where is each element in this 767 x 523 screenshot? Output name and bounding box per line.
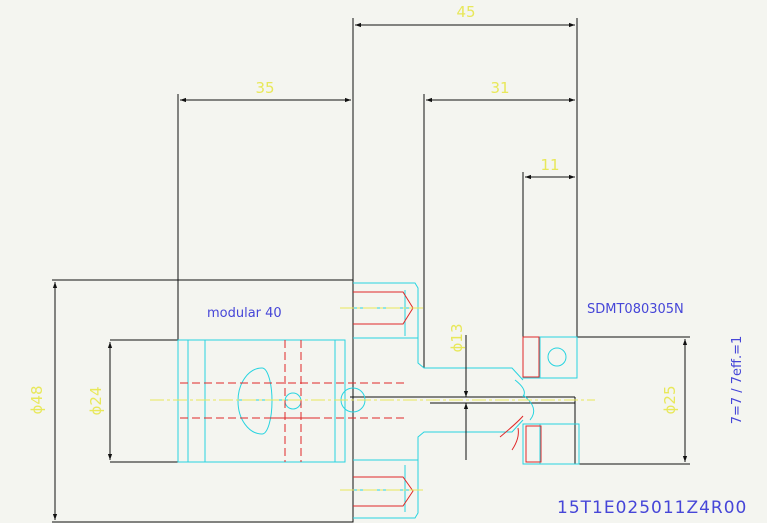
dim-neck-diameter: ϕ13 [448, 324, 466, 353]
hidden-geometry [180, 291, 542, 507]
dim-neck-length: 31 [490, 79, 509, 97]
dimension-lines [52, 22, 688, 520]
centre-lines [150, 307, 595, 491]
dim-body-length: 35 [255, 79, 274, 97]
adapter-label: modular 40 [207, 306, 282, 321]
dim-cutting-diameter: ϕ25 [661, 386, 679, 415]
dim-bore-diameter: ϕ24 [87, 387, 105, 416]
insert-label: SDMT080305N [587, 302, 684, 317]
teeth-label: 7=7 / 7eff.=1 [730, 336, 745, 425]
dim-outer-diameter: ϕ48 [28, 386, 46, 415]
dim-overall-length: 45 [456, 3, 475, 21]
part-code: 15T1E025011Z4R00 [557, 498, 747, 518]
dim-tip-length: 11 [540, 156, 559, 174]
tool-outline [52, 18, 690, 523]
construction-geometry [177, 282, 580, 519]
